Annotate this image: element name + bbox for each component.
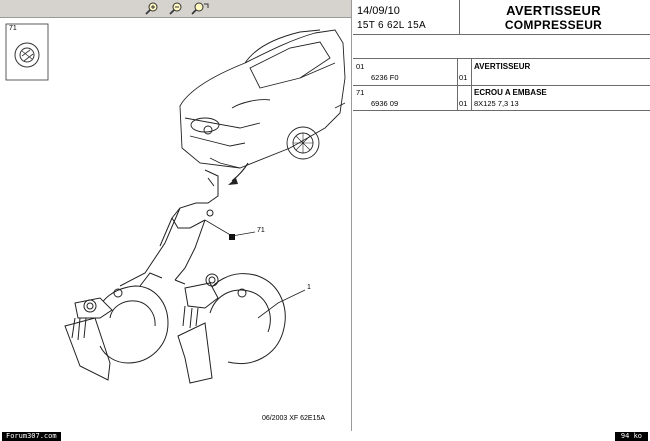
row-qty: 01 — [459, 73, 468, 82]
parts-table-panel: 14/09/10 15T 6 62L 15A AVERTISSEUR COMPR… — [353, 0, 650, 431]
zoom-fit-icon — [190, 2, 208, 15]
callout-71-label: 71 — [257, 227, 265, 234]
site-badge: Forum307.com — [2, 432, 61, 441]
callout-71-leader — [204, 219, 256, 240]
row-part-number: 6236 F0 — [371, 73, 399, 82]
status-bar: Forum307.com 94 ko — [0, 431, 650, 441]
table-row[interactable]: 01 6236 F0 01 AVERTISSEUR — [353, 59, 650, 85]
nut-inset — [5, 23, 49, 81]
row-part-number: 6936 09 — [371, 99, 399, 108]
row-part-name: ECROU A EMBASE — [474, 88, 547, 97]
zoom-in-icon — [144, 2, 157, 15]
row-qty: 01 — [459, 99, 468, 108]
catalog-date: 14/09/10 — [357, 5, 400, 17]
row-part-name: AVERTISSEUR — [474, 62, 531, 71]
group-title: AVERTISSEUR — [506, 3, 601, 18]
file-size-badge: 94 ko — [614, 432, 648, 441]
row-ref: 01 — [356, 62, 365, 71]
car-illustration — [179, 29, 346, 169]
callout-1-leader — [257, 289, 306, 319]
zoom-out-button[interactable] — [167, 2, 185, 16]
row-spec: 8X125 7,3 13 — [474, 99, 519, 108]
parts-diagram — [5, 23, 346, 384]
zoom-in-button[interactable] — [143, 2, 161, 16]
zoom-out-icon — [168, 2, 181, 15]
drawing-reference: 06/2003 XF 62E15A — [262, 415, 326, 422]
pointer-arrow — [228, 162, 249, 185]
zoom-toolbar — [0, 0, 351, 18]
callout-1-label: 1 — [307, 284, 311, 291]
group-subtitle: COMPRESSEUR — [504, 18, 603, 32]
inset-label: 71 — [9, 25, 17, 32]
catalog-code: 15T 6 62L 15A — [357, 20, 426, 31]
horn-assembly — [64, 169, 286, 384]
table-row[interactable]: 71 6936 09 01 ECROU A EMBASE 8X125 7,3 1… — [353, 86, 650, 110]
row-ref: 71 — [356, 88, 365, 97]
diagram-panel: 71 71 1 06/2003 XF 62E15A — [0, 0, 352, 431]
zoom-fit-button[interactable] — [190, 2, 209, 16]
